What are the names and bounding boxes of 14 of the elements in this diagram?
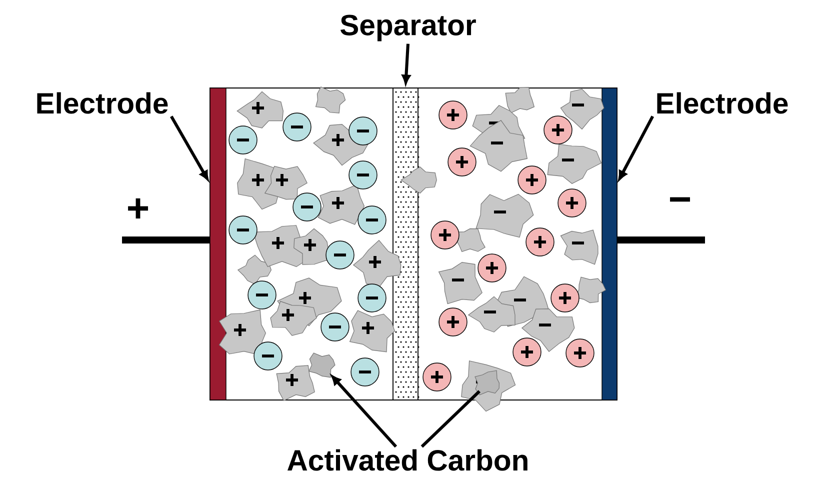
separator <box>392 88 420 400</box>
text-label: Electrode <box>37 92 168 114</box>
terminal-sign: + <box>128 198 148 219</box>
terminal-sign: − <box>670 197 690 202</box>
text-label: Electrode <box>657 92 788 114</box>
text-label: Activated Carbon <box>288 449 528 471</box>
arrow <box>170 116 208 180</box>
electrode-bar <box>602 88 618 400</box>
arrow <box>331 376 398 448</box>
text-label: Separator <box>340 14 476 42</box>
electrode-bar <box>210 88 226 400</box>
arrow <box>618 116 654 180</box>
carbon-particle <box>474 370 500 396</box>
carbon-particle <box>308 352 336 378</box>
